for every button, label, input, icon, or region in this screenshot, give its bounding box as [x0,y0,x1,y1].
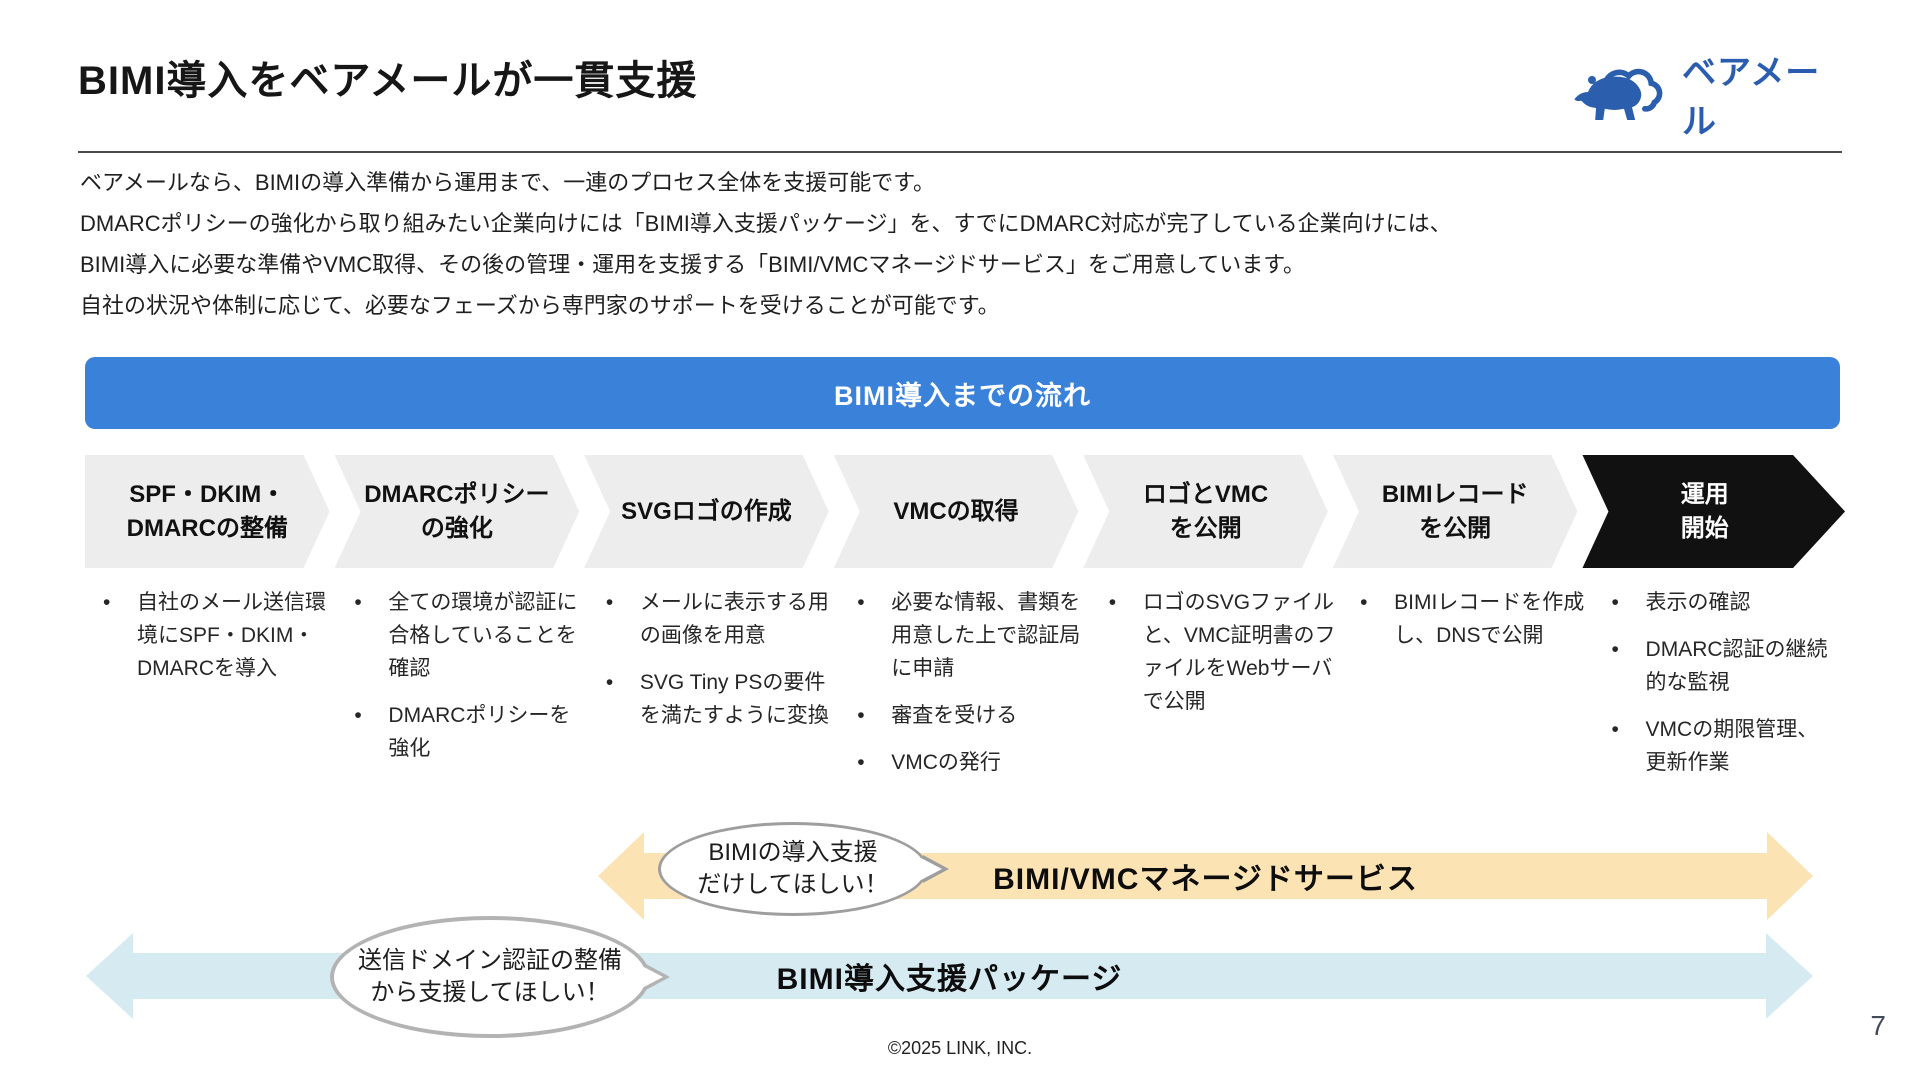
step-2-details: 全ての環境が認証に合格していることを確認 DMARCポリシーを強化 [336,586,587,779]
step-4-details: 必要な情報、書類を用意した上で認証局に申請 審査を受ける VMCの発行 [839,586,1090,793]
flow-steps: SPF・DKIM・ DMARCの整備 DMARCポリシー の強化 SVGロゴの作… [85,455,1845,568]
bearmail-logo: ベアメール [1568,54,1848,141]
bullet: VMCの発行 [853,746,1084,779]
intro-paragraph: ベアメールなら、BIMIの導入準備から運用まで、一連のプロセス全体を支援可能です… [80,162,1870,326]
speech-bubble-tail [921,858,942,880]
flow-step-7-final-arrow: 運用 開始 [1582,455,1845,568]
intro-line: DMARCポリシーの強化から取り組みたい企業向けには「BIMI導入支援パッケージ… [80,211,1452,236]
bullet: VMCの期限管理、更新作業 [1608,713,1839,779]
bullet: 自社のメール送信環境にSPF・DKIM・DMARCを導入 [99,586,330,685]
flow-step-4: VMCの取得 [834,455,1079,568]
bullet: ロゴのSVGファイルと、VMC証明書のファイルをWebサーバで公開 [1105,586,1336,718]
flow-step-details: 自社のメール送信環境にSPF・DKIM・DMARCを導入 全ての環境が認証に合格… [85,586,1845,793]
flow-step-2: DMARCポリシー の強化 [335,455,580,568]
bullet: 必要な情報、書類を用意した上で認証局に申請 [853,586,1084,685]
bullet: メールに表示する用の画像を用意 [602,586,833,652]
step-5-details: ロゴのSVGファイルと、VMC証明書のファイルをWebサーバで公開 [1091,586,1342,732]
flow-step-5: ロゴとVMC を公開 [1083,455,1328,568]
step-7-details: 表示の確認 DMARC認証の継続的な監視 VMCの期限管理、更新作業 [1594,586,1845,793]
flow-step-6: BIMIレコード を公開 [1333,455,1578,568]
bear-cloud-icon [1568,56,1672,133]
step-3-details: メールに表示する用の画像を用意 SVG Tiny PSの要件を満たすように変換 [588,586,839,746]
step-1-details: 自社のメール送信環境にSPF・DKIM・DMARCを導入 [85,586,336,699]
title-divider [78,151,1842,153]
flow-step-1: SPF・DKIM・ DMARCの整備 [85,455,330,568]
copyright: ©2025 LINK, INC. [887,1038,1033,1058]
page-title: BIMI導入をベアメールが一貫支援 [78,59,698,103]
intro-line: ベアメールなら、BIMIの導入準備から運用まで、一連のプロセス全体を支援可能です… [80,170,936,195]
flow-banner: BIMI導入までの流れ [85,357,1840,429]
support-package-label: BIMI導入支援パッケージ [776,963,1123,996]
flow-banner-label: BIMI導入までの流れ [834,380,1091,411]
brand-name: ベアメール [1682,54,1821,141]
step-6-details: BIMIレコードを作成し、DNSで公開 [1342,586,1593,666]
bullet: 全ての環境が認証に合格していることを確認 [350,586,581,685]
intro-line: BIMI導入に必要な準備やVMC取得、その後の管理・運用を支援する「BIMI/V… [80,252,1306,277]
flow-step-3: SVGロゴの作成 [584,455,829,568]
bullet: BIMIレコードを作成し、DNSで公開 [1356,586,1587,652]
support-package-speech-bubble: 送信ドメイン認証の整備 から支援してほしい！ [330,916,670,1038]
managed-service-label: BIMI/VMCマネージドサービス [993,863,1418,896]
speech-bubble-tail [642,966,663,988]
bullet: SVG Tiny PSの要件を満たすように変換 [602,666,833,732]
bullet: 表示の確認 [1608,586,1839,619]
bullet: DMARC認証の継続的な監視 [1608,633,1839,699]
page-number: 7 [1870,1010,1886,1041]
bullet: 審査を受ける [853,699,1084,732]
bullet: DMARCポリシーを強化 [350,699,581,765]
managed-service-speech-bubble: BIMIの導入支援 だけしてほしい！ [658,822,949,916]
intro-line: 自社の状況や体制に応じて、必要なフェーズから専門家のサポートを受けることが可能で… [80,293,1000,318]
